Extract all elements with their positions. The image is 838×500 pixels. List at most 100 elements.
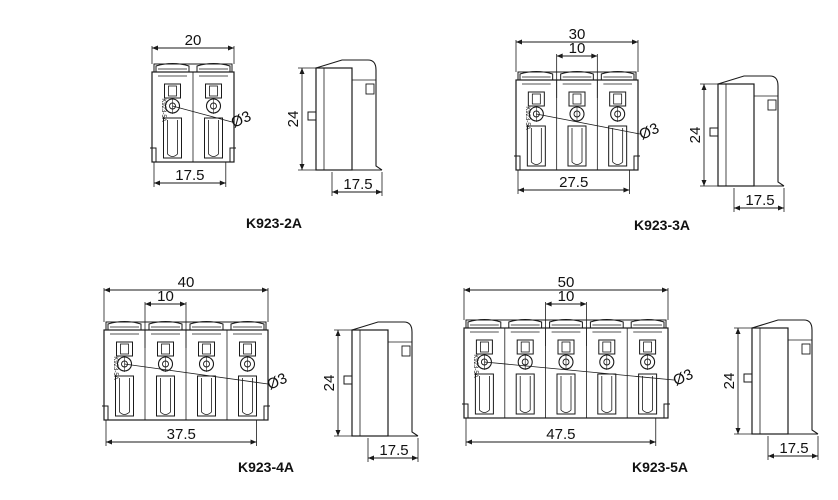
dimension-arrowhead [734,205,740,211]
dimension-arrowhead [299,164,305,170]
dimension-arrowhead [106,439,112,445]
dimension-arrowhead [735,328,741,334]
wire-entry [204,117,223,159]
hole-dia-label: Ø3 [637,120,662,144]
hole-leader [484,361,675,381]
side-depth-dim-label: 17.5 [343,176,372,193]
dimension-arrowhead [516,39,522,45]
wire-channel [167,120,178,157]
side-depth-dim-label: 17.5 [745,192,774,209]
lever-cap [148,321,183,330]
dimension-arrowhead [545,301,552,307]
width-dim-label: 30 [569,26,586,43]
dimension-arrowhead [778,205,784,211]
clamp-inner [479,341,489,353]
dimension-arrowhead [518,187,524,193]
lever-cap [630,319,665,328]
side-depth-dim-label: 17.5 [779,440,808,457]
dimension-arrowhead [412,455,418,461]
base-ledge-left [102,405,109,420]
dimension-arrowhead [145,301,151,307]
side-probe-pin [307,111,317,121]
hole-leader [536,113,641,135]
hole-leader [124,363,269,385]
wire-channel [160,378,171,415]
wire-channel [208,120,219,157]
lever-cap [189,321,224,330]
wire-entry [115,375,134,417]
dimension-arrowhead [580,301,587,307]
wire-entry [515,373,535,415]
pitch-dim-label: 10 [157,288,174,305]
front-view: K923-5A [462,319,670,419]
lever-cap [519,71,554,80]
base-ledge-left [150,147,157,162]
wire-entry [638,373,658,415]
dimension-arrowhead [152,45,158,51]
height-dim-label: 24 [687,127,704,144]
lever-strip [153,63,233,72]
dimension-arrowhead [335,330,341,336]
wire-entry [197,375,216,417]
connector-body-outline [515,79,639,171]
dimension-arrowhead [250,439,257,445]
dimension-arrowhead [812,453,818,459]
dimension-arrowhead [299,68,305,74]
width-dim-label: 40 [178,274,195,291]
side-latch [767,99,777,111]
width-dim-label: 50 [558,274,575,291]
lever-cap [196,63,231,72]
model-caption: K923-5A [632,459,688,475]
side-lever-profile [351,321,419,437]
clamp-inner [161,343,170,355]
lever-cap [155,63,190,72]
wire-channel [530,128,542,165]
side-body [751,327,789,435]
wire-channel [571,128,583,165]
model-caption: K923-3A [634,217,690,233]
lever-cap [589,319,624,328]
dimension-arrowhead [623,187,630,193]
dimension-arrowhead [701,180,707,186]
wire-entry [156,375,175,417]
side-latch [801,343,811,355]
clamp-inner [572,93,582,105]
dimension-arrowhead [768,453,774,459]
wire-channel [242,378,253,415]
dimension-arrowhead [662,287,668,293]
base-ledge-right [229,147,236,162]
dimension-arrowhead [219,180,226,186]
clamp-inner [209,85,218,97]
lever-cap [107,321,142,330]
dimension-arrowhead [180,301,186,307]
body-marking: K923-5A [160,98,166,121]
lever-strip [517,71,637,80]
lever-cap [467,319,502,328]
dimension-arrowhead [591,53,598,59]
side-body [315,67,353,171]
base-ledge-right [663,403,670,418]
wire-entry [526,125,546,167]
base-ledge-left [514,155,521,170]
wire-channel [201,378,212,415]
dimension-arrowhead [464,287,470,293]
lever-cap [560,71,594,80]
height-dim-label: 24 [721,373,738,390]
wire-entry [556,373,576,415]
base-dim-label: 37.5 [167,426,196,443]
hole-leader [172,105,233,123]
clamp-inner [531,93,541,105]
side-probe-pin [343,375,353,385]
dimension-arrowhead [466,439,472,445]
side-body [351,329,389,437]
lever-cap [230,321,265,330]
hole-dia-label: Ø3 [229,108,254,132]
side-lever-profile [315,59,383,171]
wire-channel [119,378,130,415]
lever-cap [600,71,635,80]
dimension-arrowhead [556,53,563,59]
dimension-arrowhead [735,428,741,434]
